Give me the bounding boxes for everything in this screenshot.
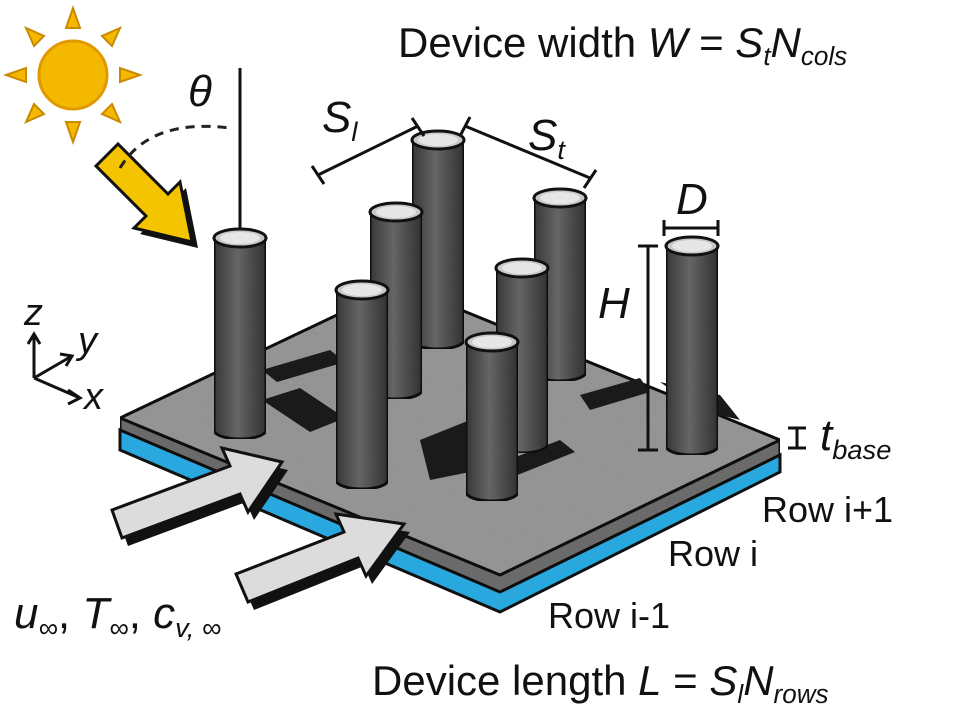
flow-t-sub: ∞ [109,611,129,643]
d-dimension [662,220,720,236]
length-var: L [638,657,662,704]
angle-arc [118,124,231,169]
width-s: S [735,19,764,66]
st-label: St [528,111,565,163]
flow-c-sub: v, ∞ [175,611,222,643]
flow-u-sub: ∞ [38,611,58,643]
tbase-dimension [788,426,806,450]
width-title-prefix: Device width [398,19,648,66]
h-label: H [598,279,630,328]
width-eq: = [687,19,736,66]
tbase-sub: base [832,433,892,465]
axis-y-label: y [78,320,97,362]
width-n-sub: cols [800,41,848,72]
length-s: S [709,657,738,704]
pin-fins [212,129,720,503]
sl-dimension [310,117,426,185]
flow-sep-2: , [128,589,154,638]
axis-z-label: z [24,292,43,334]
length-n-sub: rows [773,679,829,710]
h-dimension [638,244,658,452]
tbase-main: t [820,411,833,460]
flow-c: c [153,589,176,638]
st-sub: t [557,133,565,165]
pin-fin [664,235,720,457]
pin-fin [464,331,520,503]
flow-sep-1: , [57,589,83,638]
sun-icon [2,4,144,146]
d-label: D [676,175,708,224]
length-eq: = [661,657,710,704]
width-n: N [770,19,801,66]
flow-arrow-icon [110,445,410,610]
pin-fin [212,227,268,441]
sl-main: S [322,93,352,142]
length-s-sub: l [737,679,744,710]
st-main: S [528,111,558,160]
axis-x-label: x [84,376,103,418]
sl-label: Sl [322,93,357,145]
tbase-label: tbase [820,411,891,463]
st-dimension [458,116,598,189]
row-prev-label: Row i-1 [548,595,671,636]
device-length-title: Device length L = SlNrows [372,657,829,708]
width-s-sub: t [763,41,771,72]
flow-conditions-label: u∞, T∞, cv, ∞ [14,589,221,641]
row-current-label: Row i [668,533,759,574]
width-var: W [647,19,688,66]
row-next-label: Row i+1 [762,489,894,530]
device-width-title: Device width W = StNcols [398,19,847,70]
pin-fin [334,279,390,491]
length-n: N [743,657,774,704]
flow-u: u [14,589,39,638]
pin-fin [410,129,466,351]
theta-label: θ [188,67,212,116]
light-arrow-icon [93,141,198,248]
length-title-prefix: Device length [372,657,639,704]
flow-t: T [82,589,110,638]
axes-icon [26,331,83,406]
sl-sub: l [351,115,358,147]
